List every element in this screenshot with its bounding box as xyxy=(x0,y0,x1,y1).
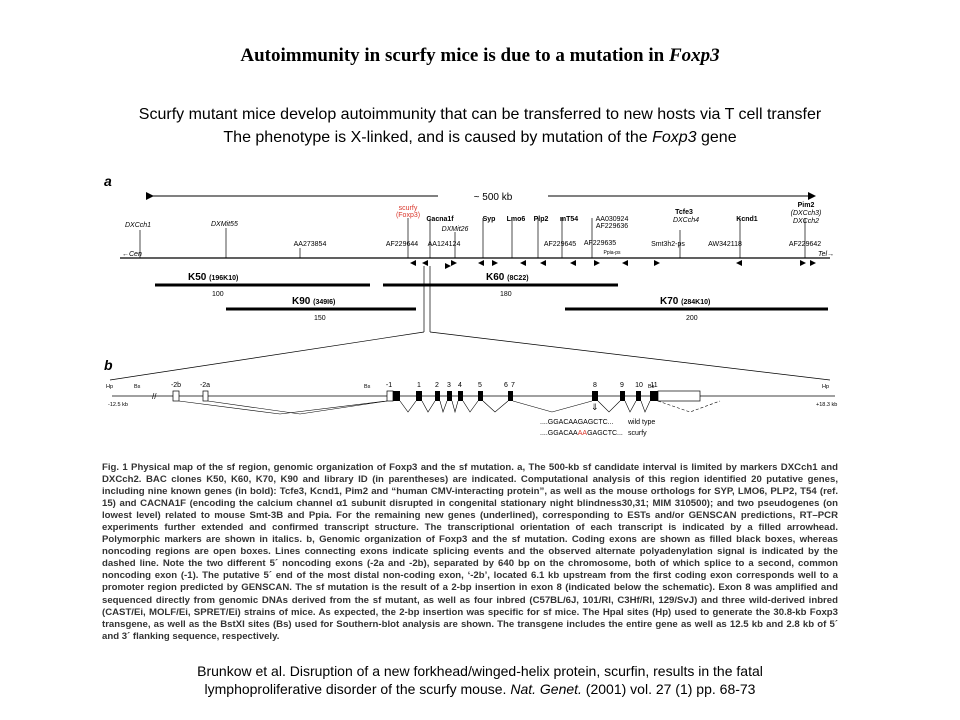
svg-text:-12.5 kb: -12.5 kb xyxy=(108,402,128,408)
svg-text:-2b: -2b xyxy=(171,382,181,389)
svg-text:Smt3h2-ps: Smt3h2-ps xyxy=(651,241,685,248)
subtitle-line-2: The phenotype is X-linked, and is caused… xyxy=(223,129,737,146)
svg-text:(DXCch3): (DXCch3) xyxy=(791,210,822,217)
slide-title: Autoimmunity in scurfy mice is due to a … xyxy=(240,45,720,66)
reference-line-1: Brunkow et al. Disruption of a new forkh… xyxy=(197,663,763,679)
svg-text:AA124124: AA124124 xyxy=(428,241,461,248)
tel-label: Tel→ xyxy=(818,251,834,258)
svg-text:AF229636: AF229636 xyxy=(596,223,628,230)
svg-text:AF229645: AF229645 xyxy=(544,241,576,248)
svg-text:Pim2: Pim2 xyxy=(798,202,815,209)
svg-text:8: 8 xyxy=(593,382,597,389)
svg-text:(Foxp3): (Foxp3) xyxy=(396,212,420,219)
svg-text:scurfy: scurfy xyxy=(628,430,647,437)
svg-text:1: 1 xyxy=(417,382,421,389)
svg-text:mT54: mT54 xyxy=(560,216,578,223)
svg-text:DXCch4: DXCch4 xyxy=(673,217,699,224)
caption-fig-label: Fig. 1 xyxy=(102,462,128,473)
svg-text:....GGACAAGAGCTC...: ....GGACAAGAGCTC... xyxy=(540,419,614,426)
figure-physical-map: a ~ 500 kb ←Cen Tel→ DXCch1 DXMit55 scur… xyxy=(104,173,837,437)
svg-text:2: 2 xyxy=(435,382,439,389)
reference-line-2: lymphoproliferative disorder of the scur… xyxy=(204,681,756,697)
svg-text:DXCch2: DXCch2 xyxy=(793,218,819,225)
cen-label: ←Cen xyxy=(122,251,142,258)
svg-text:9: 9 xyxy=(620,382,624,389)
svg-text:AF229635: AF229635 xyxy=(584,240,616,247)
svg-text:5: 5 xyxy=(478,382,482,389)
marker-labels: DXCch1 DXMit55 scurfy (Foxp3) Cacna1f DX… xyxy=(125,202,821,256)
svg-text:Bs: Bs xyxy=(134,384,141,390)
svg-text:Ppia-ps: Ppia-ps xyxy=(604,250,621,256)
svg-text:11: 11 xyxy=(650,382,657,389)
svg-text:....GGACAAAAGAGCTC...: ....GGACAAAAGAGCTC... xyxy=(540,430,623,437)
svg-text:AF229644: AF229644 xyxy=(386,241,418,248)
span-label: ~ 500 kb xyxy=(474,192,513,203)
svg-text:K90 (349I6): K90 (349I6) xyxy=(292,296,335,307)
svg-text:+18.3 kb: +18.3 kb xyxy=(816,402,837,408)
svg-text:DXMit55: DXMit55 xyxy=(211,221,238,228)
svg-text:AW342118: AW342118 xyxy=(708,241,742,248)
svg-text:DXCch1: DXCch1 xyxy=(125,222,151,229)
svg-text:Hp: Hp xyxy=(106,384,113,390)
svg-text:AA273854: AA273854 xyxy=(294,241,327,248)
svg-text:⇓: ⇓ xyxy=(591,402,599,412)
svg-text:4: 4 xyxy=(458,382,462,389)
figure-caption: Fig. 1 Physical map of the sf region, ge… xyxy=(102,462,838,643)
svg-text:wild type: wild type xyxy=(627,419,655,426)
svg-text:scurfy: scurfy xyxy=(399,205,418,212)
gene-structure: // Hp Bs Bs Bs Hp -12.5 kb +18.3 kb xyxy=(106,382,837,437)
bac-clones: K50 (196K10) 100 K60 (8C22) 180 K90 (349… xyxy=(155,272,828,322)
svg-text:AA030924: AA030924 xyxy=(596,216,629,223)
transcript-arrowheads xyxy=(410,260,816,269)
svg-text:6: 6 xyxy=(504,382,508,389)
panel-b-label: b xyxy=(104,357,113,373)
svg-text:200: 200 xyxy=(686,315,698,322)
svg-text:Lmo6: Lmo6 xyxy=(507,216,526,223)
svg-text:Kcnd1: Kcnd1 xyxy=(736,216,758,223)
marker-ticks xyxy=(139,218,806,258)
svg-text:Syp: Syp xyxy=(483,216,496,223)
svg-text:100: 100 xyxy=(212,291,224,298)
svg-text:K60 (8C22): K60 (8C22) xyxy=(486,272,529,283)
zoom-lines xyxy=(109,266,831,381)
svg-text:Bs: Bs xyxy=(648,384,655,390)
svg-text:Cacna1f: Cacna1f xyxy=(426,216,454,223)
svg-text:-2a: -2a xyxy=(200,382,210,389)
svg-text:Bs: Bs xyxy=(364,384,371,390)
svg-text:10: 10 xyxy=(635,382,643,389)
svg-text://: // xyxy=(152,392,157,401)
svg-text:AF229642: AF229642 xyxy=(789,241,821,248)
svg-text:3: 3 xyxy=(447,382,451,389)
svg-text:K70 (284K10): K70 (284K10) xyxy=(660,296,710,307)
svg-text:Plp2: Plp2 xyxy=(534,216,549,223)
caption-text: Physical map of the sf region, genomic o… xyxy=(102,462,838,642)
title-gene: Foxp3 xyxy=(668,45,720,66)
svg-text:Hp: Hp xyxy=(822,384,829,390)
svg-text:7: 7 xyxy=(511,382,515,389)
svg-text:K50 (196K10): K50 (196K10) xyxy=(188,272,238,283)
svg-text:180: 180 xyxy=(500,291,512,298)
svg-text:Tcfe3: Tcfe3 xyxy=(675,209,693,216)
panel-a-label: a xyxy=(104,173,112,189)
svg-text:DXMit26: DXMit26 xyxy=(442,226,469,233)
subtitle-line-1: Scurfy mutant mice develop autoimmunity … xyxy=(138,106,822,123)
svg-text:-1: -1 xyxy=(386,382,392,389)
svg-text:150: 150 xyxy=(314,315,326,322)
